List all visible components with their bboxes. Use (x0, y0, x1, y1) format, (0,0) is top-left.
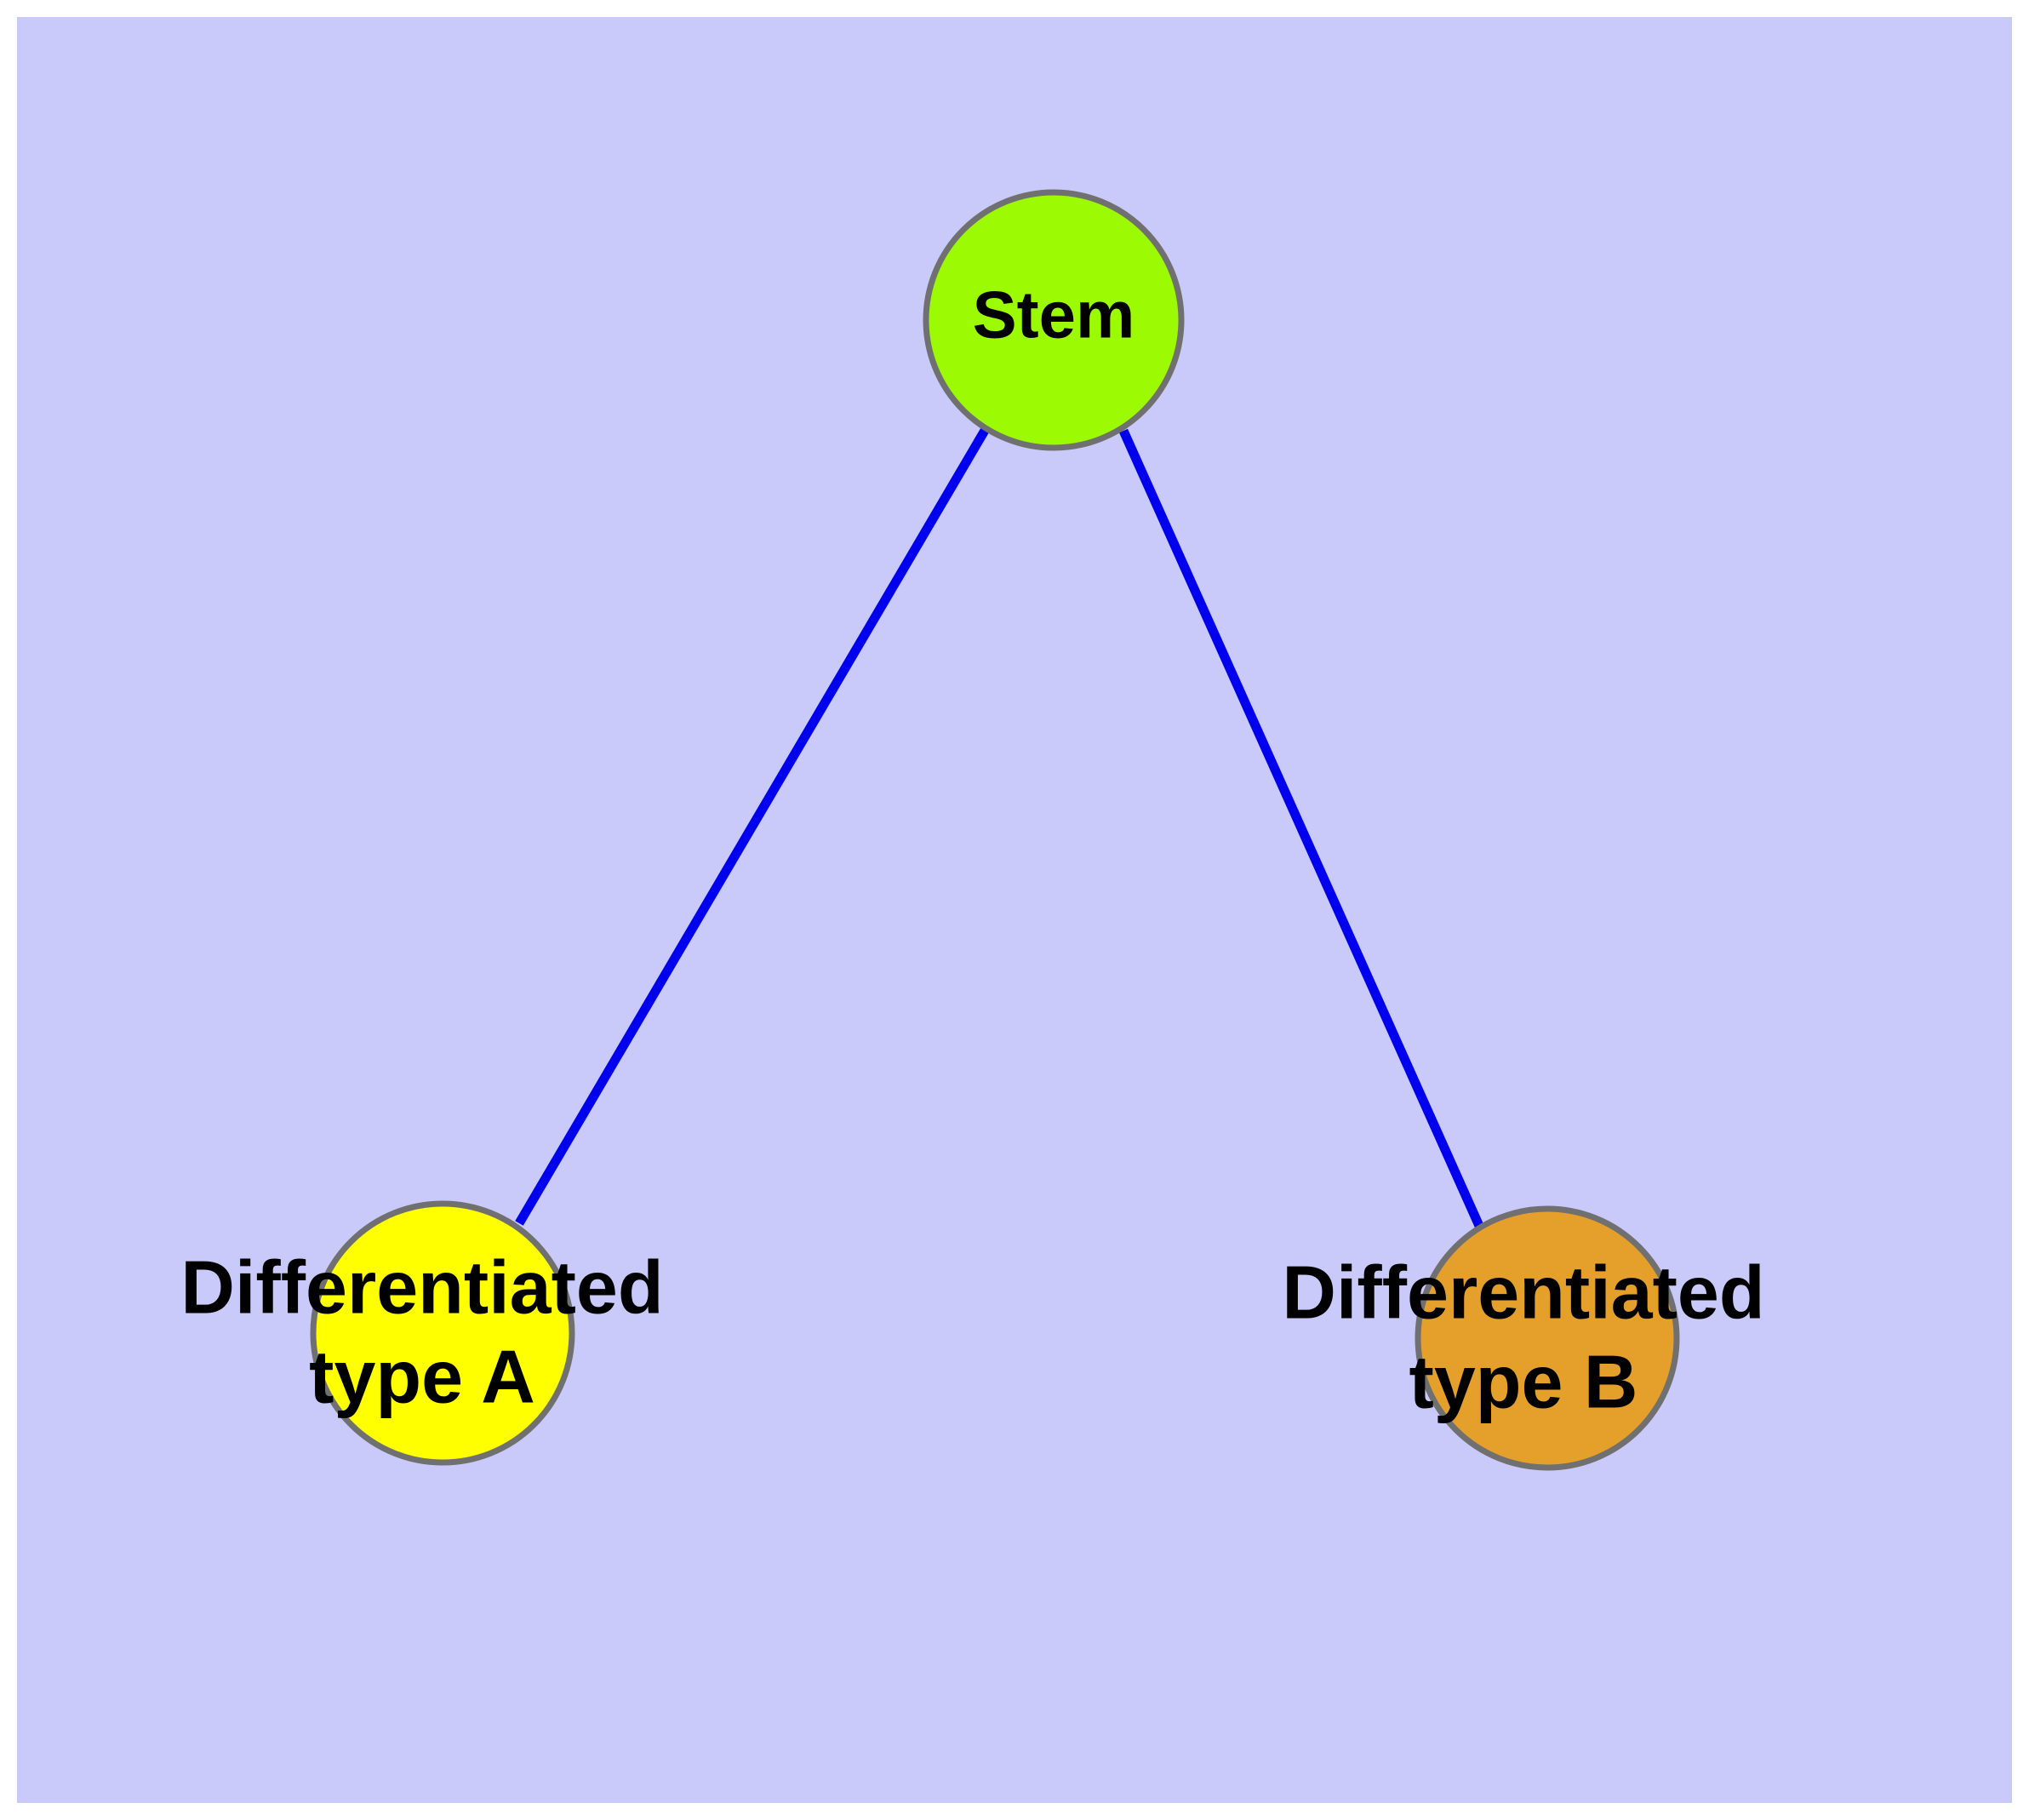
node-type-b-circle[interactable] (1415, 1205, 1680, 1471)
node-type-a-label-line2: type A (309, 1334, 535, 1418)
node-stem-label: Stem (973, 278, 1135, 352)
node-stem-circle[interactable] (923, 189, 1185, 451)
node-type-b-label-line2: type B (1409, 1339, 1638, 1423)
edge-stem-to-type-a[interactable] (515, 426, 990, 1226)
edge-stem-to-type-b[interactable] (1118, 428, 1484, 1228)
edge-group (515, 426, 1484, 1228)
node-type-a-label-line1: Differentiated (180, 1245, 663, 1329)
node-type-a-circle[interactable] (310, 1200, 575, 1466)
node-differentiated-type-a[interactable]: Differentiated type A (180, 1200, 664, 1466)
node-differentiated-type-b[interactable]: Differentiated type B (1282, 1205, 1765, 1471)
node-type-b-label-line1: Differentiated (1282, 1250, 1764, 1334)
node-stem[interactable]: Stem (923, 189, 1185, 451)
